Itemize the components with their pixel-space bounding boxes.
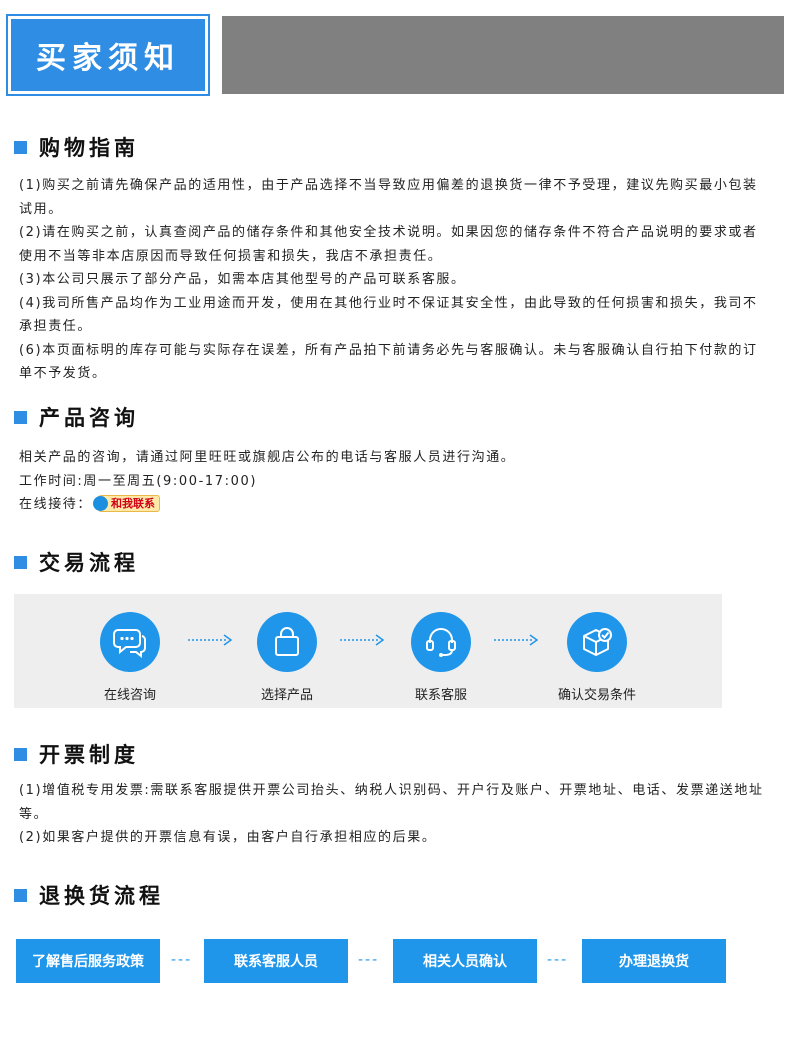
consult-text: 相关产品的咨询，请通过阿里旺旺或旗舰店公布的电话与客服人员进行沟通。 工作时间:… [19, 446, 767, 517]
flow-arrow-icon [494, 634, 539, 646]
trade-step-2: 选择产品 [227, 612, 347, 703]
section-heading-shopping: 购物指南 [14, 132, 139, 162]
section-heading-trade: 交易流程 [14, 547, 139, 577]
section-marker-icon [14, 888, 27, 902]
return-step-1: 了解售后服务政策 [16, 939, 160, 983]
return-step-2: 联系客服人员 [204, 939, 348, 983]
flow-arrow-icon [188, 634, 233, 646]
invoice-item-1: (1)增值税专用发票:需联系客服提供开票公司抬头、纳税人识别码、开户行及账户、开… [19, 783, 764, 822]
shopping-item-3: (3)本公司只展示了部分产品，如需本店其他型号的产品可联系客服。 [19, 272, 466, 287]
shopping-item-1: (1)购买之前请先确保产品的适用性，由于产品选择不当导致应用偏差的退换货一律不予… [19, 178, 758, 217]
section-marker-icon [14, 140, 27, 154]
invoice-text: (1)增值税专用发票:需联系客服提供开票公司抬头、纳税人识别码、开户行及账户、开… [19, 779, 767, 850]
return-separator: --- [171, 952, 193, 968]
consult-online: 在线接待：和我联系 [19, 493, 767, 517]
return-separator: --- [358, 952, 380, 968]
shopping-bag-icon [257, 612, 317, 672]
box-check-icon [567, 612, 627, 672]
shopping-item-2: (2)请在购买之前，认真查阅产品的储存条件和其他安全技术说明。如果因您的储存条件… [19, 225, 758, 264]
header-title: 买家须知 [36, 41, 180, 76]
invoice-item-2: (2)如果客户提供的开票信息有误，由客户自行承担相应的后果。 [19, 830, 437, 845]
chat-bubbles-icon [100, 612, 160, 672]
headset-icon [411, 612, 471, 672]
section-heading-consult: 产品咨询 [14, 402, 139, 432]
consult-line-1: 相关产品的咨询，请通过阿里旺旺或旗舰店公布的电话与客服人员进行沟通。 [19, 450, 516, 465]
return-step-4: 办理退换货 [582, 939, 726, 983]
header-banner [222, 16, 784, 94]
flow-arrow-icon [340, 634, 385, 646]
trade-step-4: 确认交易条件 [537, 612, 657, 703]
return-step-3: 相关人员确认 [393, 939, 537, 983]
shopping-guide-text: (1)购买之前请先确保产品的适用性，由于产品选择不当导致应用偏差的退换货一律不予… [19, 174, 767, 386]
section-heading-returns: 退换货流程 [14, 880, 164, 910]
trade-step-1: 在线咨询 [70, 612, 190, 703]
trade-step-3: 联系客服 [381, 612, 501, 703]
shopping-item-6: (6)本页面标明的库存可能与实际存在误差，所有产品拍下前请务必先与客服确认。未与… [19, 342, 758, 382]
header-title-box: 买家须知 [8, 16, 208, 94]
chat-icon [93, 496, 109, 511]
section-marker-icon [14, 410, 27, 424]
shopping-item-4: (4)我司所售产品均作为工业用途而开发，使用在其他行业时不保证其安全性，由此导致… [19, 295, 758, 335]
consult-hours: 工作时间:周一至周五(9:00-17:00) [19, 473, 258, 489]
contact-me-button[interactable]: 和我联系 [93, 495, 161, 512]
section-marker-icon [14, 747, 27, 761]
section-marker-icon [14, 555, 27, 569]
section-heading-invoice: 开票制度 [14, 739, 139, 769]
return-separator: --- [547, 952, 569, 968]
